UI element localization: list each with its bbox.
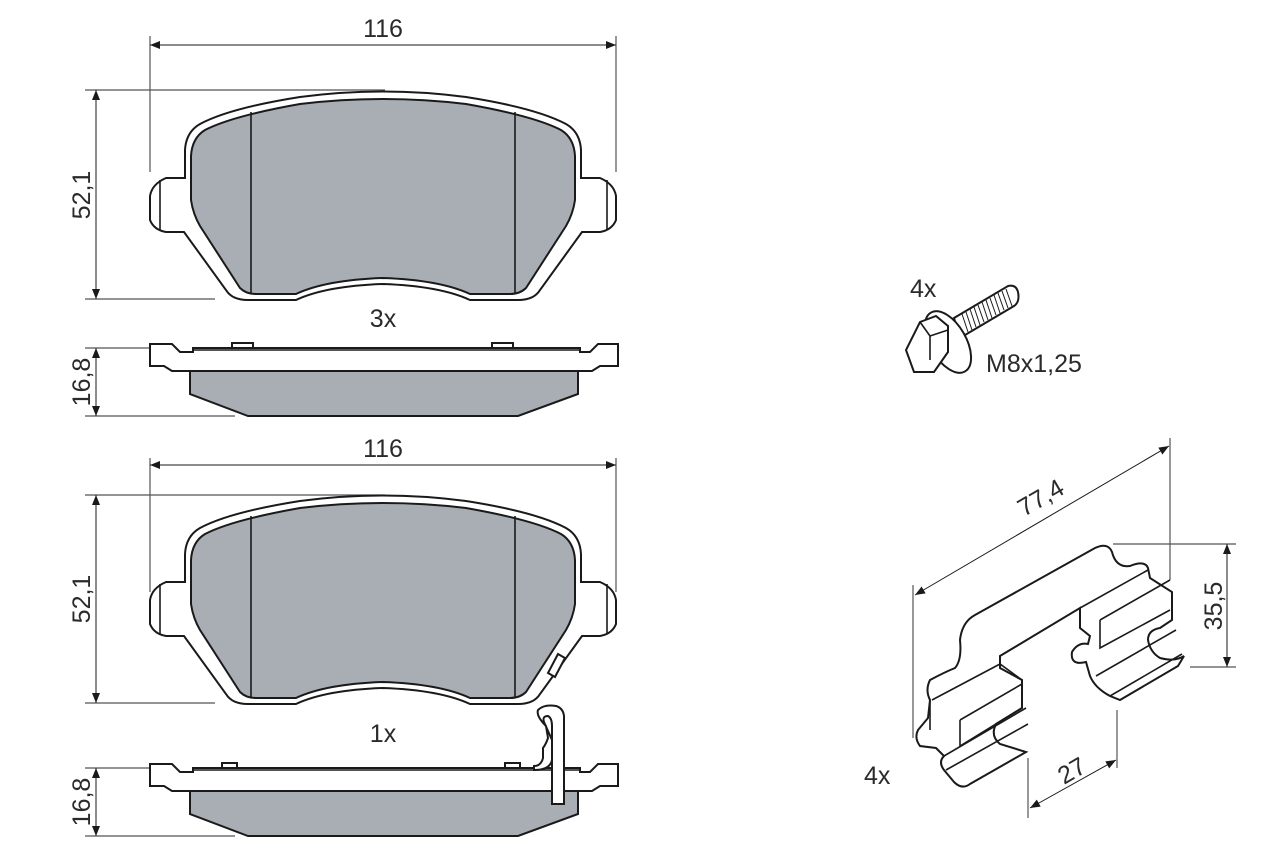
- brake-pad-bottom-side-view: 16,8: [68, 704, 619, 837]
- pad-top-thickness-label: 16,8: [68, 358, 96, 407]
- mounting-bolt: 4x M8x1,25: [904, 275, 1082, 378]
- bolt-quantity-label: 4x: [910, 275, 937, 303]
- pad-top-width-label: 116: [363, 15, 403, 43]
- bolt-thread-label: M8x1,25: [986, 350, 1082, 378]
- wear-indicator-tab: [546, 652, 567, 679]
- clip-length-dimension-line: [914, 445, 1170, 596]
- clip-width-dimension-line: [1029, 759, 1117, 809]
- wear-sensor-clip: [533, 704, 565, 805]
- clip-quantity-label: 4x: [864, 762, 891, 790]
- brake-pad-top-side-view: 16,8: [68, 342, 619, 417]
- clip-width-label: 27: [1053, 752, 1091, 790]
- pad-bottom-height-label: 52,1: [68, 575, 96, 624]
- pad-bottom-quantity-label: 1x: [370, 720, 397, 748]
- brake-pad-bottom-front-view: 116 52,1: [68, 435, 617, 705]
- clip-length-label: 77,4: [1013, 474, 1069, 523]
- pad-bottom-width-label: 116: [363, 435, 403, 463]
- pad-top-height-label: 52,1: [68, 171, 96, 220]
- clip-height-label: 35,5: [1200, 582, 1228, 631]
- brake-pad-top-front-view: 116 52,1: [68, 15, 617, 301]
- pad-top-quantity-label: 3x: [370, 305, 397, 333]
- anti-rattle-clip: 77,4 35,5 27 4x: [864, 438, 1236, 818]
- pad-bottom-thickness-label: 16,8: [68, 778, 96, 827]
